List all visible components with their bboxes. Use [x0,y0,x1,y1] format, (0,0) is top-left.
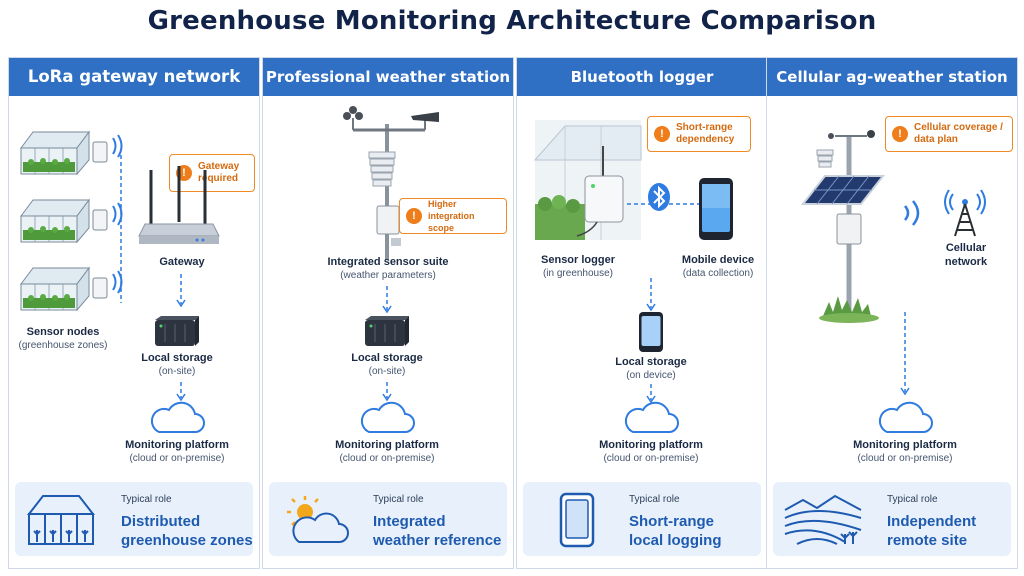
cloud-icon [150,401,205,433]
cloud-icon [878,401,933,433]
sensor-link-line [120,155,122,303]
gateway-label: Gateway [159,256,205,268]
storage-server-icon [365,316,409,346]
arrow-down [382,382,392,402]
column-lora: LoRa gateway network Sensor nodes (green… [8,57,260,569]
arrow-down [382,286,392,314]
storage-label: Local storage [141,352,213,364]
farm-field-icon [784,494,862,545]
greenhouse-outline-icon [26,495,96,545]
gateway-router-icon [138,166,220,244]
platform-label: Monitoring platform [335,439,439,451]
cell-tower-icon [944,189,986,237]
storage-sub: (on device) [626,370,676,381]
arrow-down [900,312,910,396]
mobile-phone-icon [699,178,733,240]
sensor-nodes-label: Sensor nodes [26,326,100,338]
platform-sub: (cloud or on-premise) [129,453,225,464]
storage-sub: (on-site) [368,366,406,377]
bluetooth-icon [648,183,670,211]
mobile-label: Mobile device [681,254,755,266]
platform-label: Monitoring platform [853,439,957,451]
solar-weather-station-icon [800,130,886,323]
platform-label: Monitoring platform [125,439,229,451]
warning-icon: ! [892,126,908,142]
role-caption: Typical role [373,494,424,505]
warning-icon: ! [654,126,670,142]
platform-label: Monitoring platform [599,439,703,451]
logger-label: Sensor logger [541,254,615,266]
platform-sub: (cloud or on-premise) [857,453,953,464]
role-caption: Typical role [121,494,172,505]
storage-server-icon [155,316,199,346]
column-header: LoRa gateway network [9,58,259,96]
phone-outline-icon [559,492,595,548]
cloud-icon [360,401,415,433]
greenhouse-icon [20,130,123,311]
sensor-nodes-sub: (greenhouse zones) [18,340,108,351]
page-title: Greenhouse Monitoring Architecture Compa… [147,6,877,36]
column-cellular: Cellular ag-weather station ! Cellular c… [766,57,1018,569]
storage-label: Local storage [351,352,423,364]
cloud-icon [624,401,679,433]
arrow-down [646,384,656,404]
arrow-down [646,278,656,312]
sensor-suite-sub: (weather parameters) [340,270,436,281]
arrow-down [176,382,186,402]
cellular-label-2: network [944,256,988,268]
sensor-suite-label: Integrated sensor suite [327,256,449,268]
column-header: Bluetooth logger [517,58,767,96]
warning-callout: ! Cellular coverage /data plan [885,116,1013,152]
cellular-label: Cellular [945,242,987,254]
storage-label: Local storage [615,356,687,368]
weather-station-icon [343,106,439,260]
greenhouse-logger-icon [533,120,642,240]
sun-cloud-icon [287,496,349,543]
storage-sub: (on-site) [158,366,196,377]
column-header: Professional weather station [263,58,513,96]
mobile-sub: (data collection) [682,268,754,279]
logger-sub: (in greenhouse) [542,268,614,279]
signal-waves-icon [904,200,920,226]
column-header: Cellular ag-weather station [767,58,1017,96]
role-caption: Typical role [629,494,680,505]
arrow-down [176,274,186,308]
role-caption: Typical role [887,494,938,505]
warning-icon: ! [406,208,422,224]
mobile-phone-icon [639,312,663,352]
platform-sub: (cloud or on-premise) [603,453,699,464]
platform-sub: (cloud or on-premise) [339,453,435,464]
